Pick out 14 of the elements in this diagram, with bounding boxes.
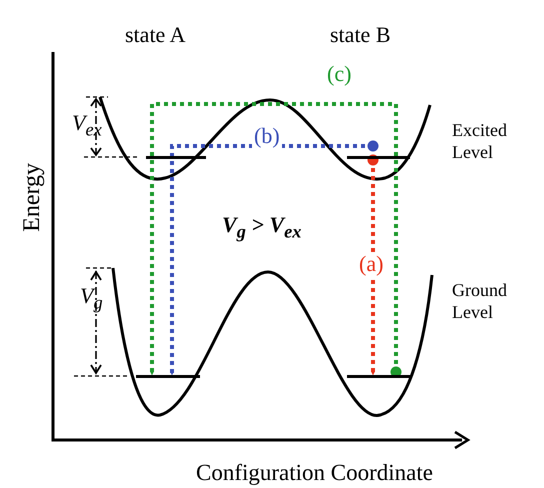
arrow <box>150 102 402 378</box>
label: state A <box>125 22 186 48</box>
energy-level-bar <box>136 375 200 378</box>
energy-level-bar <box>347 375 410 378</box>
label: Ground Level <box>452 280 508 324</box>
axis-title: Energy <box>18 162 46 232</box>
energy-level-bar <box>347 156 410 159</box>
label: state B <box>330 22 390 48</box>
label: Configuration Coordinate <box>196 459 433 487</box>
energy-level-bar <box>146 156 206 159</box>
label: Excited Level <box>452 120 508 164</box>
label: V$_{g}$ > V$_{ex}$ <box>222 212 302 244</box>
arrow <box>368 154 378 376</box>
arrow <box>170 140 378 376</box>
